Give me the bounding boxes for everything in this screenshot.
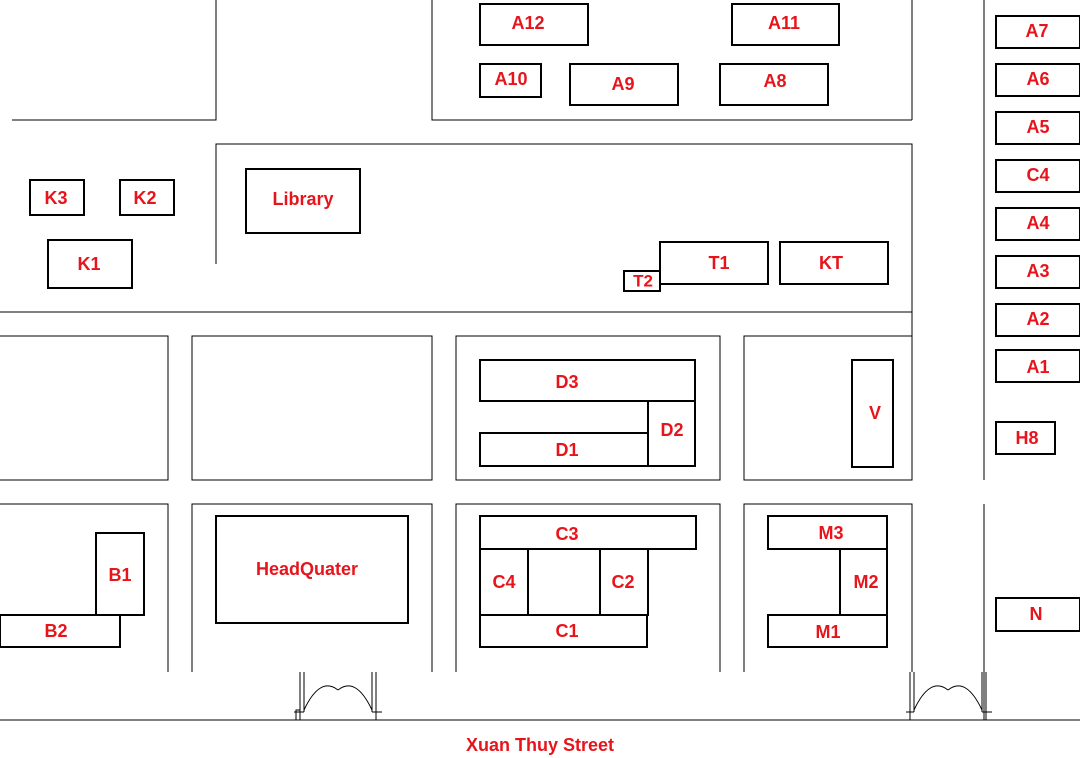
building-label-v: V — [869, 403, 881, 423]
gate-right — [906, 672, 992, 720]
building-t2[interactable]: T2 — [623, 270, 661, 292]
building-a11[interactable]: A11 — [731, 3, 840, 46]
building-a5[interactable]: A5 — [995, 111, 1080, 145]
building-library[interactable]: Library — [245, 168, 361, 234]
building-label-c3: C3 — [555, 524, 578, 544]
building-label-b1: B1 — [108, 565, 131, 585]
building-label-c4: C4 — [492, 572, 515, 592]
building-label-m3: M3 — [818, 523, 843, 543]
block-edge-top-left — [12, 0, 217, 121]
building-label-k2: K2 — [133, 188, 156, 208]
building-m2[interactable]: M2 — [839, 548, 888, 616]
block-low-2 — [191, 503, 433, 672]
building-c3[interactable]: C3 — [479, 515, 697, 550]
building-a8[interactable]: A8 — [719, 63, 829, 106]
building-label-k3: K3 — [44, 188, 67, 208]
building-c4[interactable]: C4 — [479, 548, 529, 616]
building-k3[interactable]: K3 — [29, 179, 85, 216]
building-a9[interactable]: A9 — [569, 63, 679, 106]
building-label-m2: M2 — [853, 572, 878, 592]
road-lines — [0, 0, 1080, 721]
building-k1[interactable]: K1 — [47, 239, 133, 289]
building-a3[interactable]: A3 — [995, 255, 1080, 289]
building-label-library: Library — [272, 189, 333, 209]
building-label-headquater: HeadQuater — [256, 559, 358, 579]
building-label-a5: A5 — [1026, 117, 1049, 137]
building-label-c2: C2 — [611, 572, 634, 592]
gate-left — [294, 672, 382, 720]
block-mid-1 — [0, 335, 169, 481]
building-label-kt: KT — [819, 253, 843, 273]
building-kt[interactable]: KT — [779, 241, 889, 285]
building-d3[interactable]: D3 — [479, 359, 696, 402]
building-a7[interactable]: A7 — [995, 15, 1080, 49]
block-mid-3 — [455, 335, 721, 481]
building-label-b2: B2 — [44, 621, 67, 641]
building-label-a7: A7 — [1025, 21, 1048, 41]
building-k2[interactable]: K2 — [119, 179, 175, 216]
building-c2[interactable]: C2 — [599, 548, 649, 616]
building-headquater[interactable]: HeadQuater — [215, 515, 409, 624]
building-label-a10: A10 — [494, 69, 527, 89]
building-label-a11: A11 — [768, 13, 800, 33]
block-low-3 — [455, 503, 721, 672]
block-low-4 — [743, 503, 913, 672]
building-n[interactable]: N — [995, 597, 1080, 632]
building-a6[interactable]: A6 — [995, 63, 1080, 97]
building-label-a12: A12 — [511, 13, 544, 33]
building-d1[interactable]: D1 — [479, 432, 649, 467]
building-h8[interactable]: H8 — [995, 421, 1056, 455]
block-mid-4 — [743, 312, 913, 481]
building-m3[interactable]: M3 — [767, 515, 888, 550]
building-label-a9: A9 — [611, 74, 634, 94]
building-b2[interactable]: B2 — [0, 614, 121, 648]
building-label-a2: A2 — [1026, 309, 1049, 329]
building-b1[interactable]: B1 — [95, 532, 145, 616]
building-label-d3: D3 — [555, 372, 578, 392]
building-label-a1: A1 — [1026, 357, 1049, 377]
building-label-m1: M1 — [815, 622, 840, 642]
building-d2[interactable]: D2 — [647, 400, 696, 467]
building-a10[interactable]: A10 — [479, 63, 542, 98]
building-label-a3: A3 — [1026, 261, 1049, 281]
block-edge-library — [0, 143, 913, 313]
block-low-1 — [0, 503, 169, 672]
building-label-c1: C1 — [555, 621, 578, 641]
building-label-a6: A6 — [1026, 69, 1049, 89]
block-mid-2 — [191, 335, 433, 481]
building-a1[interactable]: A1 — [995, 349, 1080, 383]
street-edge-left — [0, 709, 301, 721]
building-label-n: N — [1030, 604, 1043, 624]
building-label-t2: T2 — [633, 272, 653, 291]
building-label-a8: A8 — [763, 71, 786, 91]
building-a2[interactable]: A2 — [995, 303, 1080, 337]
building-label-k1: K1 — [77, 254, 100, 274]
building-v[interactable]: V — [851, 359, 894, 468]
building-c1[interactable]: C1 — [479, 614, 648, 648]
building-label-h8: H8 — [1015, 428, 1038, 448]
building-label-c4-east: C4 — [1026, 165, 1049, 185]
building-m1[interactable]: M1 — [767, 614, 888, 648]
building-t1[interactable]: T1 — [659, 241, 769, 285]
street-label: Xuan Thuy Street — [466, 735, 614, 755]
block-edge-top-center — [431, 0, 912, 121]
building-label-d1: D1 — [555, 440, 578, 460]
building-a4[interactable]: A4 — [995, 207, 1080, 241]
building-label-t1: T1 — [708, 253, 729, 273]
building-c4-east[interactable]: C4 — [995, 159, 1080, 193]
building-a12[interactable]: A12 — [479, 3, 589, 46]
building-label-a4: A4 — [1026, 213, 1049, 233]
building-label-d2: D2 — [660, 420, 683, 440]
